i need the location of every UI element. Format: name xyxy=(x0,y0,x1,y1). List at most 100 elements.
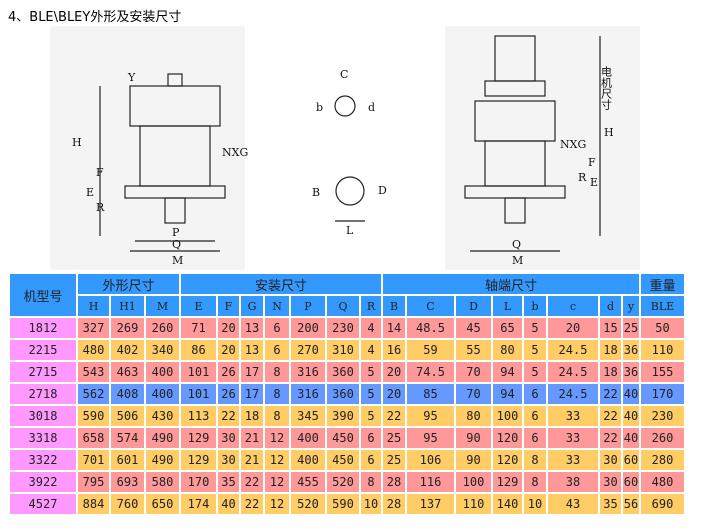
svg-text:d: d xyxy=(368,101,375,114)
model-cell: 1812 xyxy=(10,318,76,338)
cell-Q: 310 xyxy=(327,340,359,360)
cell-F: 30 xyxy=(218,450,239,470)
cell-d: 15 xyxy=(600,318,621,338)
column-header-Q: Q xyxy=(327,296,359,316)
cell-B: 20 xyxy=(383,384,405,404)
cell-B: 14 xyxy=(383,318,405,338)
cell-M: 490 xyxy=(146,428,179,448)
cell-D: 55 xyxy=(456,340,491,360)
svg-text:C: C xyxy=(340,68,348,81)
cell-Q: 450 xyxy=(327,450,359,470)
cell-c: 24.5 xyxy=(548,384,598,404)
model-cell: 3018 xyxy=(10,406,76,426)
cell-y: 40 xyxy=(623,428,639,448)
cell-B: 25 xyxy=(383,428,405,448)
cell-P: 455 xyxy=(291,472,325,492)
cell-BLE: 230 xyxy=(641,406,684,426)
cell-N: 12 xyxy=(265,428,289,448)
cell-M: 580 xyxy=(146,472,179,492)
cell-Q: 520 xyxy=(327,472,359,492)
cell-H: 884 xyxy=(78,494,109,514)
svg-text:NXG: NXG xyxy=(222,146,248,159)
column-header-C: C xyxy=(407,296,454,316)
cell-D: 90 xyxy=(456,450,491,470)
cell-L: 120 xyxy=(493,450,522,470)
cell-Q: 450 xyxy=(327,428,359,448)
svg-text:Q: Q xyxy=(172,238,181,251)
cell-R: 4 xyxy=(361,318,381,338)
cell-M: 340 xyxy=(146,340,179,360)
cell-d: 22 xyxy=(600,428,621,448)
cell-E: 170 xyxy=(181,472,216,492)
svg-text:b: b xyxy=(316,101,323,114)
cell-B: 22 xyxy=(383,406,405,426)
cell-L: 80 xyxy=(493,340,522,360)
svg-text:L: L xyxy=(346,224,354,237)
cell-b: 6 xyxy=(524,428,546,448)
column-header-N: N xyxy=(265,296,289,316)
cell-c: 38 xyxy=(548,472,598,492)
cell-H: 701 xyxy=(78,450,109,470)
cell-BLE: 690 xyxy=(641,494,684,514)
cell-H: 562 xyxy=(78,384,109,404)
cell-F: 40 xyxy=(218,494,239,514)
cell-L: 94 xyxy=(493,384,522,404)
cell-E: 113 xyxy=(181,406,216,426)
cell-E: 86 xyxy=(181,340,216,360)
column-header-d: d xyxy=(600,296,621,316)
cell-D: 110 xyxy=(456,494,491,514)
cell-c: 33 xyxy=(548,406,598,426)
cell-R: 4 xyxy=(361,340,381,360)
cell-H1: 402 xyxy=(111,340,144,360)
cell-b: 5 xyxy=(524,318,546,338)
cell-D: 45 xyxy=(456,318,491,338)
drawing-labels-middle: C b d B D L xyxy=(312,68,387,237)
cell-P: 345 xyxy=(291,406,325,426)
column-header-BLE: BLE xyxy=(641,296,684,316)
cell-H1: 269 xyxy=(111,318,144,338)
model-cell: 2215 xyxy=(10,340,76,360)
svg-text:M: M xyxy=(172,254,183,267)
cell-M: 430 xyxy=(146,406,179,426)
cell-L: 140 xyxy=(493,494,522,514)
cell-P: 400 xyxy=(291,428,325,448)
svg-text:M: M xyxy=(512,254,523,267)
cell-b: 8 xyxy=(524,450,546,470)
cell-M: 650 xyxy=(146,494,179,514)
cell-c: 20 xyxy=(548,318,598,338)
cell-E: 174 xyxy=(181,494,216,514)
cell-BLE: 280 xyxy=(641,450,684,470)
cell-G: 21 xyxy=(241,450,263,470)
cell-F: 20 xyxy=(218,340,239,360)
cell-BLE: 155 xyxy=(641,362,684,382)
header-outline-dims: 外形尺寸 xyxy=(78,274,179,294)
cell-E: 71 xyxy=(181,318,216,338)
cell-L: 120 xyxy=(493,428,522,448)
cell-R: 6 xyxy=(361,428,381,448)
column-header-P: P xyxy=(291,296,325,316)
cell-D: 100 xyxy=(456,472,491,492)
cell-N: 8 xyxy=(265,362,289,382)
cell-H1: 506 xyxy=(111,406,144,426)
cell-R: 5 xyxy=(361,362,381,382)
cell-N: 12 xyxy=(265,494,289,514)
cell-P: 200 xyxy=(291,318,325,338)
cell-D: 90 xyxy=(456,428,491,448)
cell-N: 12 xyxy=(265,472,289,492)
cell-C: 106 xyxy=(407,450,454,470)
svg-text:电机尺寸: 电机尺寸 xyxy=(600,66,613,110)
cell-F: 26 xyxy=(218,384,239,404)
cell-D: 80 xyxy=(456,406,491,426)
cell-N: 8 xyxy=(265,406,289,426)
svg-text:P: P xyxy=(172,226,180,239)
cell-b: 10 xyxy=(524,494,546,514)
cell-H: 543 xyxy=(78,362,109,382)
cell-H1: 463 xyxy=(111,362,144,382)
cell-E: 129 xyxy=(181,428,216,448)
cell-d: 18 xyxy=(600,340,621,360)
cell-N: 8 xyxy=(265,384,289,404)
cell-F: 22 xyxy=(218,406,239,426)
